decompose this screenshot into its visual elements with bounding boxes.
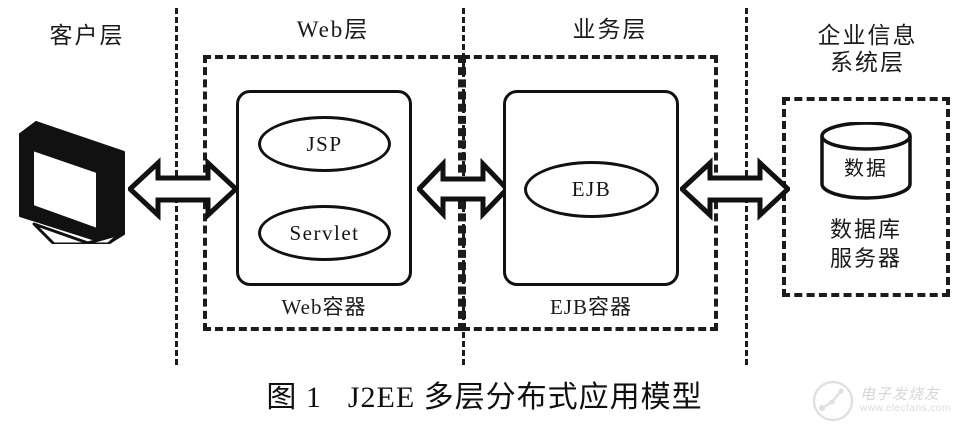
figure-caption-title: J2EE 多层分布式应用模型: [347, 381, 703, 414]
component-ejb: EJB: [524, 161, 659, 218]
ejb-container-caption: EJB容器: [549, 295, 632, 319]
site-watermark: 电子发烧友 www.elecfans.com: [812, 376, 962, 426]
database-cylinder-icon: [818, 121, 914, 202]
connector-business-eis: [678, 155, 792, 223]
component-jsp-label: JSP: [306, 131, 343, 156]
connector-web-business: [415, 157, 511, 221]
desktop-monitor-icon: [12, 112, 138, 246]
component-servlet-label: Servlet: [289, 220, 360, 245]
figure-caption-number: 图 1: [266, 381, 322, 414]
tier-label-web: Web层: [296, 17, 370, 42]
component-servlet: Servlet: [258, 205, 391, 261]
eis-layer-region: [782, 97, 950, 297]
web-container-caption: Web容器: [281, 295, 367, 319]
watermark-logo-icon: [812, 380, 854, 422]
database-server-caption: 数据库 服务器: [829, 217, 902, 271]
figure-caption: 图 1 J2EE 多层分布式应用模型: [0, 372, 969, 416]
database-cylinder-label: 数据: [844, 158, 888, 180]
component-ejb-label: EJB: [571, 177, 612, 201]
tier-label-business: 业务层: [572, 17, 648, 42]
tier-label-client: 客户层: [49, 23, 125, 48]
component-jsp: JSP: [258, 116, 391, 172]
tier-label-eis: 企业信息 系统层: [817, 23, 918, 75]
watermark-url: www.elecfans.com: [860, 402, 951, 414]
connector-client-web: [126, 155, 240, 223]
watermark-site-name: 电子发烧友: [860, 386, 941, 403]
